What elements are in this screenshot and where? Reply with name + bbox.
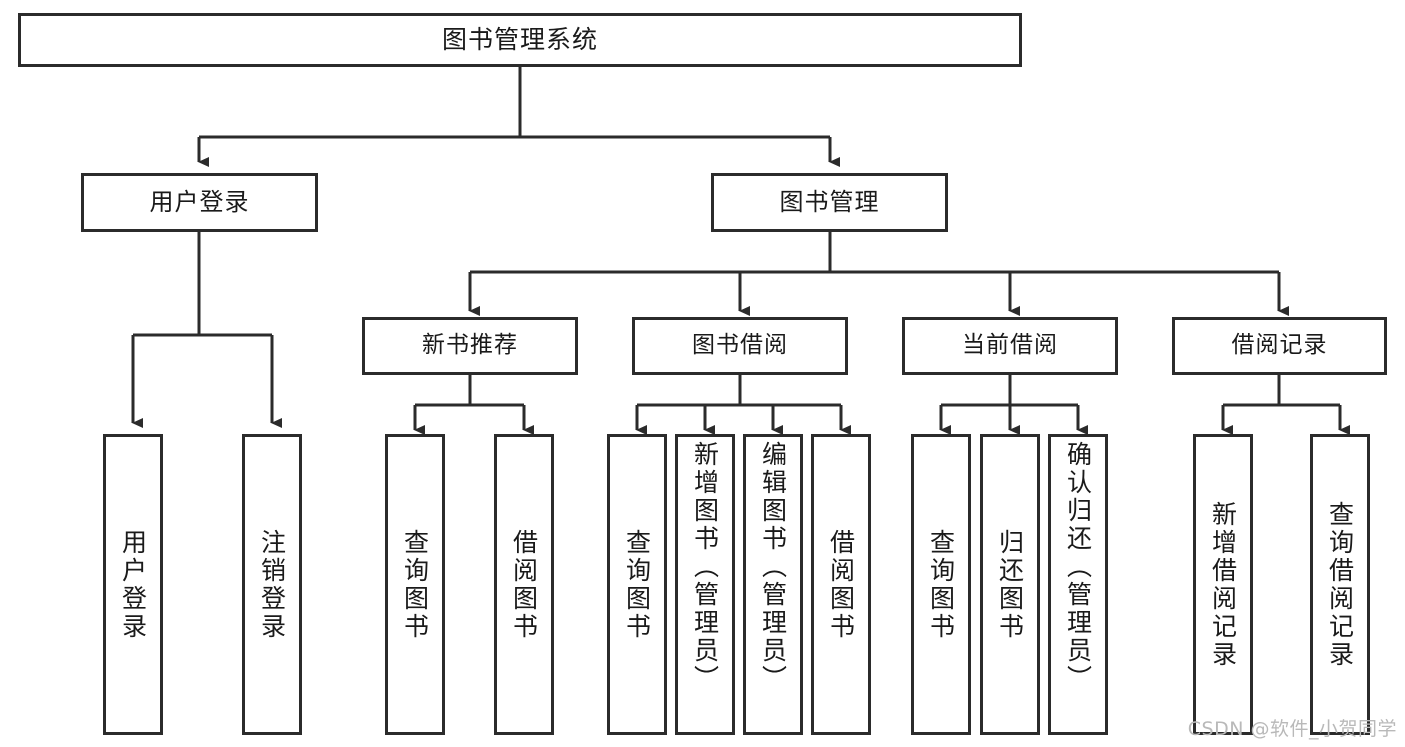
- node-book-management[interactable]: 图书管理: [711, 173, 948, 232]
- node-leaf-recommend-borrow-book-label: 借阅图书: [509, 528, 539, 641]
- node-leaf-recommend-borrow-book[interactable]: 借阅图书: [494, 434, 554, 735]
- node-leaf-query-borrow-record-label: 查询借阅记录: [1325, 500, 1355, 669]
- node-root-system-label: 图书管理系统: [441, 25, 598, 55]
- node-root-system[interactable]: 图书管理系统: [18, 13, 1022, 67]
- node-leaf-borrow-query-book[interactable]: 查询图书: [607, 434, 667, 735]
- node-new-book-recommend-label: 新书推荐: [422, 332, 518, 359]
- node-leaf-add-borrow-record[interactable]: 新增借阅记录: [1193, 434, 1253, 735]
- node-leaf-confirm-return-admin[interactable]: 确认归还（管理员）: [1048, 434, 1108, 735]
- node-leaf-edit-book-admin[interactable]: 编辑图书（管理员）: [743, 434, 803, 735]
- node-leaf-user-login-label: 用户登录: [118, 528, 148, 641]
- node-leaf-add-book-admin-label: 新增图书（管理员）: [690, 441, 720, 693]
- node-borrow-record-label: 借阅记录: [1231, 332, 1328, 359]
- node-current-borrow[interactable]: 当前借阅: [902, 317, 1118, 375]
- node-leaf-current-query-book[interactable]: 查询图书: [911, 434, 971, 735]
- node-leaf-logout-label: 注销登录: [257, 528, 287, 641]
- node-leaf-current-query-book-label: 查询图书: [926, 528, 956, 641]
- node-book-borrow[interactable]: 图书借阅: [632, 317, 848, 375]
- node-book-borrow-label: 图书借阅: [692, 332, 788, 359]
- node-user-login[interactable]: 用户登录: [81, 173, 318, 232]
- node-leaf-recommend-query-book[interactable]: 查询图书: [385, 434, 445, 735]
- node-leaf-borrow-query-book-label: 查询图书: [622, 528, 652, 641]
- node-leaf-user-login[interactable]: 用户登录: [103, 434, 163, 735]
- node-current-borrow-label: 当前借阅: [962, 332, 1058, 359]
- node-leaf-query-borrow-record[interactable]: 查询借阅记录: [1310, 434, 1370, 735]
- node-user-login-label: 用户登录: [149, 188, 250, 217]
- node-new-book-recommend[interactable]: 新书推荐: [362, 317, 578, 375]
- csdn-watermark: CSDN @软件_小贺同学: [1187, 718, 1397, 740]
- node-leaf-borrow-book-label: 借阅图书: [826, 528, 856, 641]
- node-book-management-label: 图书管理: [779, 188, 880, 217]
- node-leaf-recommend-query-book-label: 查询图书: [400, 528, 430, 641]
- node-leaf-confirm-return-admin-label: 确认归还（管理员）: [1063, 441, 1093, 693]
- node-leaf-return-book-label: 归还图书: [995, 528, 1025, 641]
- node-leaf-add-borrow-record-label: 新增借阅记录: [1208, 500, 1238, 669]
- node-leaf-add-book-admin[interactable]: 新增图书（管理员）: [675, 434, 735, 735]
- node-leaf-return-book[interactable]: 归还图书: [980, 434, 1040, 735]
- node-leaf-borrow-book[interactable]: 借阅图书: [811, 434, 871, 735]
- node-borrow-record[interactable]: 借阅记录: [1172, 317, 1387, 375]
- node-leaf-logout[interactable]: 注销登录: [242, 434, 302, 735]
- node-leaf-edit-book-admin-label: 编辑图书（管理员）: [758, 441, 788, 693]
